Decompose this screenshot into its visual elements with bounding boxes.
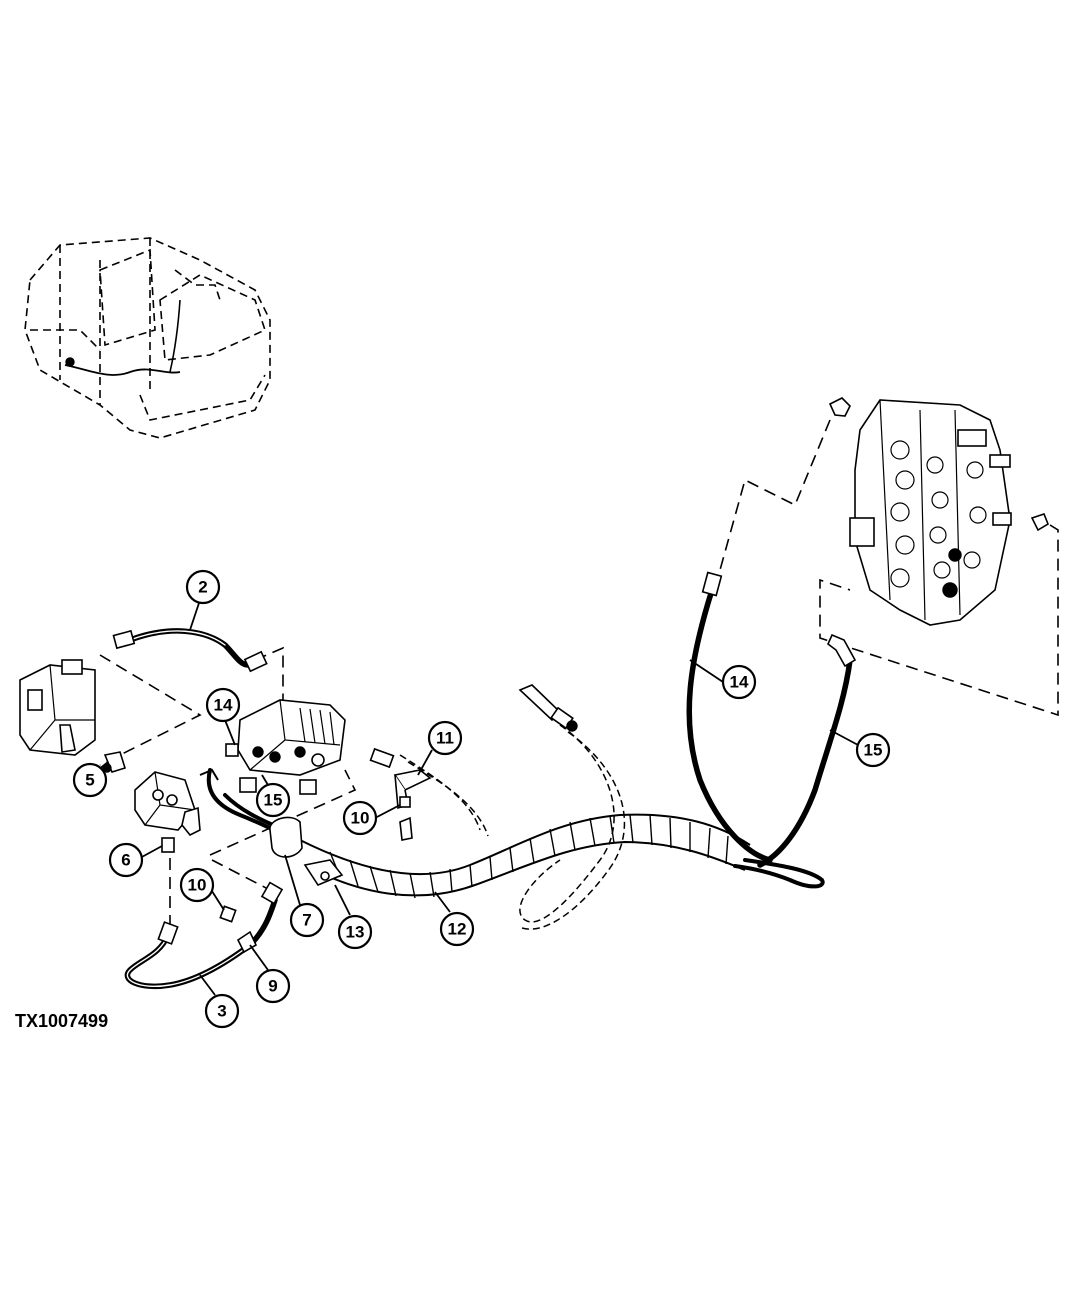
pilot-valve-block bbox=[237, 699, 346, 776]
callout-12: 12 bbox=[439, 911, 475, 947]
callout-15-right: 15 bbox=[855, 732, 891, 768]
fitting-6 bbox=[161, 837, 175, 853]
callout-10-lower: 10 bbox=[179, 867, 215, 903]
svg-text:12: 12 bbox=[448, 920, 467, 939]
bolt-10-upper bbox=[399, 796, 411, 808]
control-valve bbox=[849, 399, 1012, 626]
svg-text:2: 2 bbox=[198, 578, 207, 597]
hose-3 bbox=[124, 881, 284, 990]
hose-12-spiral-wrap bbox=[299, 813, 751, 899]
svg-text:7: 7 bbox=[302, 911, 311, 930]
pipe-end-fitting bbox=[518, 684, 578, 732]
callout-5: 5 bbox=[72, 762, 108, 798]
svg-text:3: 3 bbox=[217, 1002, 226, 1021]
hose-15 bbox=[757, 633, 857, 868]
fitting-5 bbox=[102, 751, 127, 773]
pilot-block-fittings bbox=[225, 743, 413, 841]
hose-2 bbox=[112, 628, 268, 673]
dashed-hose-route bbox=[519, 724, 615, 923]
alignment-line-hose15-upper bbox=[819, 524, 1059, 717]
callout-2: 2 bbox=[185, 569, 221, 605]
callout-10-upper: 10 bbox=[342, 800, 378, 836]
hose-14 bbox=[686, 571, 773, 863]
svg-text:10: 10 bbox=[188, 876, 207, 895]
callout-14-left: 14 bbox=[205, 687, 241, 723]
clamp-7 bbox=[269, 816, 303, 858]
svg-text:13: 13 bbox=[346, 923, 365, 942]
svg-text:14: 14 bbox=[730, 673, 749, 692]
callout-9: 9 bbox=[255, 968, 291, 1004]
callout-7: 7 bbox=[289, 902, 325, 938]
bolt-10-lower bbox=[219, 905, 237, 923]
svg-text:11: 11 bbox=[436, 729, 454, 748]
callout-11: 11 bbox=[427, 720, 463, 756]
figure-id: TX1007499 bbox=[15, 1011, 108, 1031]
callout-14-right: 14 bbox=[721, 664, 757, 700]
svg-text:10: 10 bbox=[351, 809, 370, 828]
manifold-block bbox=[134, 771, 201, 837]
bracket-13 bbox=[303, 859, 344, 886]
svg-text:5: 5 bbox=[85, 771, 94, 790]
svg-text:9: 9 bbox=[268, 977, 277, 996]
callout-3: 3 bbox=[204, 993, 240, 1029]
callout-13: 13 bbox=[337, 914, 373, 950]
svg-text:6: 6 bbox=[121, 851, 130, 870]
callout-6: 6 bbox=[108, 842, 144, 878]
alignment-line-hose14-upper bbox=[719, 419, 831, 571]
machine-inset bbox=[24, 237, 271, 439]
valve-side-fitting bbox=[1030, 513, 1049, 532]
callout-15-center: 15 bbox=[255, 782, 291, 818]
svg-text:14: 14 bbox=[214, 696, 233, 715]
solenoid-valve bbox=[19, 659, 96, 756]
svg-text:15: 15 bbox=[264, 791, 283, 810]
svg-text:15: 15 bbox=[864, 741, 883, 760]
valve-elbow-fitting bbox=[828, 397, 851, 417]
